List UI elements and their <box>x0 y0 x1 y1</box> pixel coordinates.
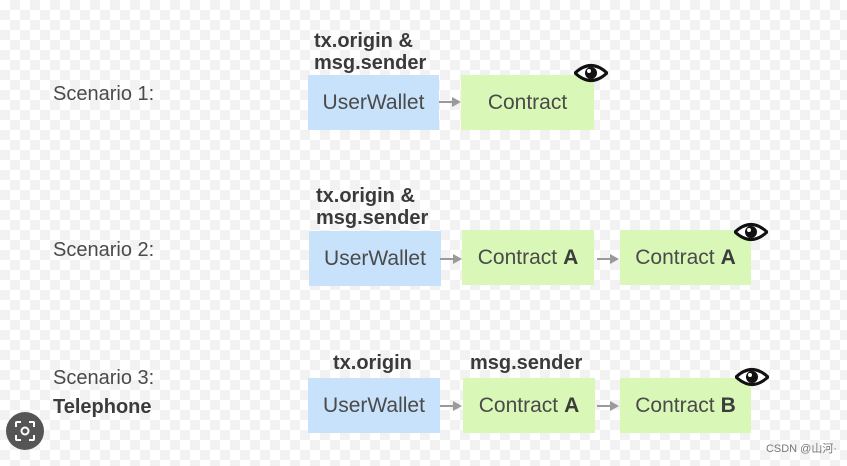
scenario-3-contract-a-suffix: A <box>564 393 580 417</box>
scenario-3-arrow-2-icon <box>597 401 619 411</box>
scenario-1-userwallet-label: UserWallet <box>322 90 425 114</box>
csdn-watermark: CSDN @山河· <box>765 443 837 455</box>
lens-scan-icon <box>15 421 35 441</box>
scenario-3-arrow-1-icon <box>440 401 462 411</box>
scenario-2-arrow-1-icon <box>440 254 462 264</box>
scenario-3-header-tx-origin: tx.origin <box>333 352 412 374</box>
scenario-2-userwallet-label: UserWallet <box>324 246 426 270</box>
eye-icon <box>735 368 769 386</box>
scenario-2-contract-a2-label: Contract <box>635 245 715 269</box>
scenario-2-arrow-2-icon <box>597 254 619 264</box>
eye-icon <box>734 223 768 241</box>
scenario-2-header: tx.origin & msg.sender <box>316 185 428 229</box>
scenario-1-arrow-icon <box>439 97 461 107</box>
scenario-2-header-line-1: tx.origin & <box>316 185 415 207</box>
eye-icon <box>574 64 608 82</box>
scenario-3-userwallet-box: UserWallet <box>308 378 440 433</box>
scenario-1-header: tx.origin & msg.sender <box>314 30 426 74</box>
scenario-3-userwallet-label: UserWallet <box>323 393 425 417</box>
scenario-1-label: Scenario 1: <box>53 83 155 105</box>
scenario-2-contract-a2-suffix: A <box>720 245 736 269</box>
scenario-3-contract-b-label: Contract <box>635 393 715 417</box>
scenario-2-userwallet-box: UserWallet <box>309 231 441 286</box>
scenario-3-label: Scenario 3: <box>53 367 155 389</box>
scenario-2-contract-a-suffix: A <box>563 245 579 269</box>
scenario-1-userwallet-box: UserWallet <box>308 75 439 130</box>
scenario-1-contract-label: Contract <box>487 90 568 114</box>
scenario-1-header-line-1: tx.origin & <box>314 30 413 52</box>
scenario-2-header-line-2: msg.sender <box>316 207 429 229</box>
lens-scan-button[interactable] <box>6 412 44 450</box>
scenario-1-header-line-2: msg.sender <box>314 52 427 74</box>
scenario-3-contract-b-suffix: B <box>720 393 736 417</box>
scenario-3-sublabel: Telephone <box>53 396 152 418</box>
scenario-2-label: Scenario 2: <box>53 239 155 261</box>
scenario-3-contract-a-label: Contract <box>478 393 559 417</box>
scenario-2-contract-a-label: Contract <box>477 245 558 269</box>
scenario-3-header-msg-sender: msg.sender <box>470 352 583 374</box>
scenario-1-contract-box: Contract <box>461 75 594 130</box>
